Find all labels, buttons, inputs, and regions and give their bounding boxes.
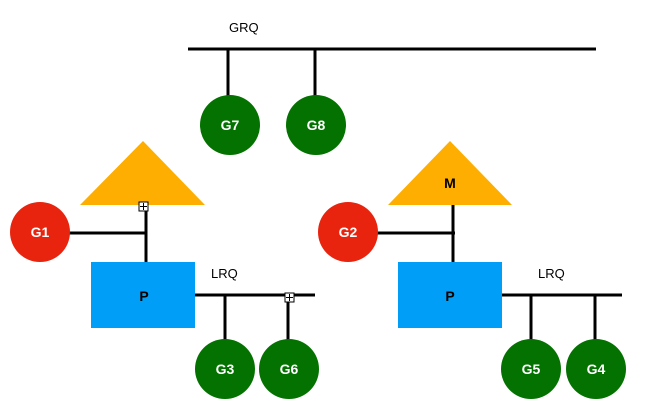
global-run-queue: GRQ G7 G8 bbox=[188, 20, 596, 155]
goroutine-g5: G5 bbox=[501, 339, 561, 399]
grq-label: GRQ bbox=[229, 20, 259, 35]
goroutine-g6: G6 bbox=[259, 339, 319, 399]
goroutine-g3: G3 bbox=[195, 339, 255, 399]
goroutine-g1-label: G1 bbox=[31, 224, 50, 240]
right-processor-label: P bbox=[445, 288, 454, 304]
goroutine-g2-node bbox=[318, 202, 378, 262]
goroutine-g3-label: G3 bbox=[216, 361, 235, 377]
left-scheduler: G1 P LRQ G3 G6 bbox=[10, 141, 319, 399]
goroutine-g4-node bbox=[566, 339, 626, 399]
goroutine-g1: G1 bbox=[10, 202, 70, 262]
goroutine-g6-node bbox=[259, 339, 319, 399]
left-processor-label: P bbox=[139, 288, 148, 304]
goroutine-g7: G7 bbox=[200, 95, 260, 155]
goroutine-g4: G4 bbox=[566, 339, 626, 399]
goroutine-g5-label: G5 bbox=[522, 361, 541, 377]
goroutine-g7-label: G7 bbox=[221, 117, 240, 133]
left-lrq-handle bbox=[284, 292, 295, 303]
goroutine-g3-node bbox=[195, 339, 255, 399]
goroutine-g8-node bbox=[286, 95, 346, 155]
goroutine-g8-label: G8 bbox=[307, 117, 326, 133]
goroutine-g4-label: G4 bbox=[587, 361, 606, 377]
goroutine-g1-node bbox=[10, 202, 70, 262]
left-machine-triangle bbox=[80, 141, 205, 205]
right-scheduler: M G2 P LRQ G5 G4 bbox=[318, 141, 626, 399]
left-processor-box bbox=[91, 262, 195, 328]
goroutine-g5-node bbox=[501, 339, 561, 399]
goroutine-g7-node bbox=[200, 95, 260, 155]
goroutine-g8: G8 bbox=[286, 95, 346, 155]
right-machine-triangle bbox=[388, 141, 512, 205]
goroutine-g2: G2 bbox=[318, 202, 378, 262]
left-lrq-label: LRQ bbox=[211, 266, 238, 281]
right-processor-box bbox=[398, 262, 502, 328]
goroutine-g2-label: G2 bbox=[339, 224, 358, 240]
right-lrq-label: LRQ bbox=[538, 266, 565, 281]
right-machine-label: M bbox=[444, 175, 456, 191]
left-machine-handle bbox=[138, 201, 149, 212]
goroutine-g6-label: G6 bbox=[280, 361, 299, 377]
